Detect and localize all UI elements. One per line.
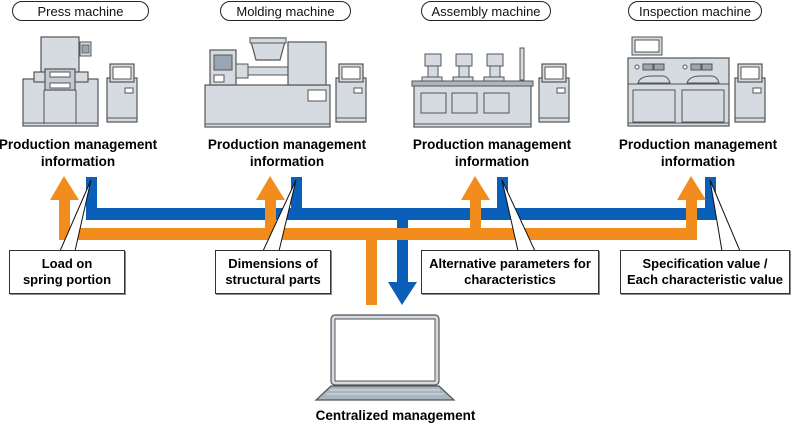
download-flow-pipe bbox=[86, 177, 716, 305]
machine-label-inspection: Inspection machine bbox=[628, 1, 762, 21]
machine-label-press: Press machine bbox=[12, 1, 149, 21]
inspection-machine-icon bbox=[627, 36, 766, 127]
callout-inspection: Specification value /Each characteristic… bbox=[620, 250, 790, 294]
central-management-label: Centralized management bbox=[315, 408, 476, 423]
assembly-machine-icon bbox=[411, 47, 570, 128]
press-machine-icon bbox=[22, 36, 138, 127]
callout-pointers bbox=[59, 179, 741, 252]
molding-machine-icon bbox=[204, 37, 367, 128]
download-arrow-head bbox=[388, 282, 417, 305]
machine-label-assembly: Assembly machine bbox=[421, 1, 551, 21]
laptop-icon bbox=[314, 314, 456, 401]
machine-label-molding: Molding machine bbox=[220, 1, 351, 21]
upload-flow-pipe bbox=[50, 176, 706, 305]
